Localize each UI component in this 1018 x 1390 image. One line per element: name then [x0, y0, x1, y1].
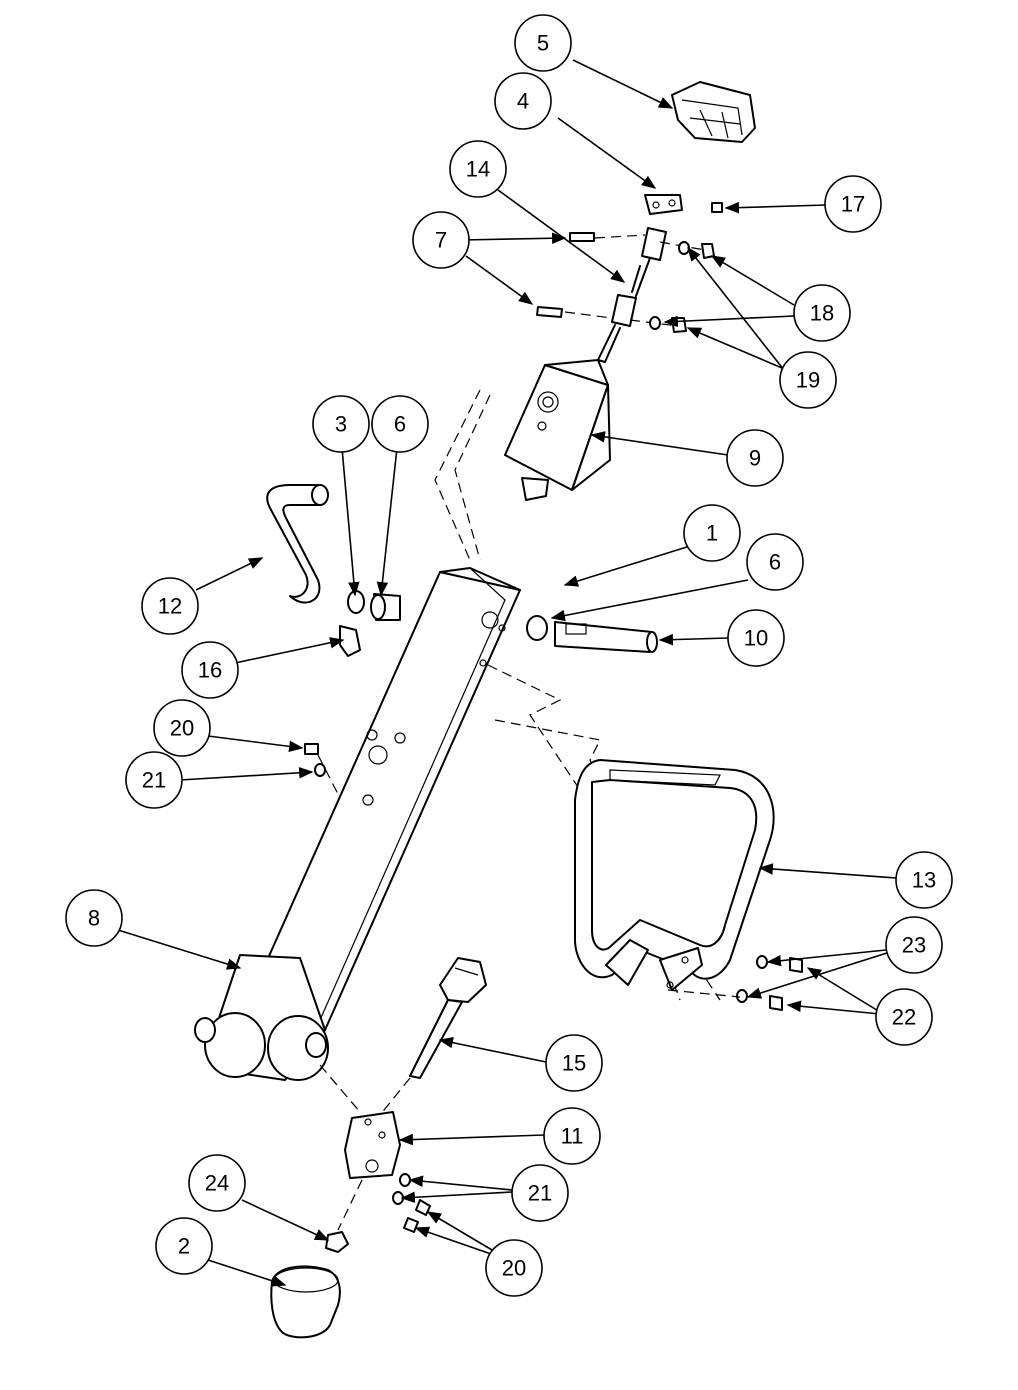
- part-9-valve-block: [504, 359, 611, 501]
- svg-text:12: 12: [158, 594, 182, 619]
- callout-21a: 21: [125, 751, 183, 809]
- svg-text:20: 20: [502, 1256, 526, 1281]
- part-24-nut: [325, 1231, 349, 1253]
- callout-12: 12: [141, 577, 199, 635]
- part-13-loop-handle: [574, 759, 775, 991]
- part-4-bracket: [644, 194, 683, 215]
- part-20-21-upper-hardware: [304, 743, 341, 799]
- svg-text:13: 13: [912, 868, 936, 893]
- svg-text:2: 2: [178, 1234, 190, 1259]
- part-22-23-hardware: [667, 955, 803, 1011]
- callout-21b: 21: [511, 1164, 569, 1222]
- callout-17: 17: [824, 175, 882, 233]
- callout-6a: 6: [371, 395, 429, 453]
- svg-text:9: 9: [749, 446, 761, 471]
- part-drawings: [194, 81, 803, 1339]
- svg-text:10: 10: [744, 626, 768, 651]
- assembly-line-9: [434, 389, 491, 561]
- part-15-knob-rod: [409, 957, 487, 1079]
- part-11-block: [319, 1064, 411, 1231]
- part-2-foot: [270, 1265, 341, 1339]
- callout-18: 18: [793, 284, 851, 342]
- svg-text:8: 8: [88, 906, 100, 931]
- leader-lines: [117, 59, 897, 1287]
- callout-22: 22: [875, 988, 933, 1046]
- callout-2: 2: [155, 1217, 213, 1275]
- callout-13: 13: [895, 851, 953, 909]
- svg-text:5: 5: [537, 31, 549, 56]
- callout-4: 4: [494, 72, 552, 130]
- callout-16: 16: [181, 641, 239, 699]
- svg-text:6: 6: [769, 550, 781, 575]
- callout-8: 8: [65, 889, 123, 947]
- part-16-fitting: [339, 625, 361, 657]
- svg-text:4: 4: [517, 89, 529, 114]
- callout-15: 15: [545, 1034, 603, 1092]
- callout-11: 11: [543, 1107, 601, 1165]
- callout-19: 19: [779, 351, 837, 409]
- svg-text:7: 7: [435, 228, 447, 253]
- callout-7: 7: [412, 211, 470, 269]
- svg-text:21: 21: [528, 1181, 552, 1206]
- svg-text:3: 3: [335, 412, 347, 437]
- callout-10: 10: [727, 609, 785, 667]
- svg-text:21: 21: [142, 768, 166, 793]
- svg-text:20: 20: [170, 716, 194, 741]
- svg-text:6: 6: [394, 412, 406, 437]
- callout-5: 5: [514, 14, 572, 72]
- part-3-6-rings: [347, 590, 401, 621]
- callout-20a: 20: [153, 699, 211, 757]
- svg-text:23: 23: [902, 933, 926, 958]
- part-8-main-tube: [194, 567, 521, 1081]
- callout-3: 3: [312, 395, 370, 453]
- callout-24: 24: [188, 1154, 246, 1212]
- callout-9: 9: [726, 429, 784, 487]
- svg-text:1: 1: [706, 521, 718, 546]
- svg-text:11: 11: [561, 1124, 584, 1149]
- callout-balloons: 5 4 14 7 17 18 19 9 3 6 1 6 12 10 16 20 …: [65, 14, 953, 1297]
- svg-text:19: 19: [796, 368, 820, 393]
- svg-text:22: 22: [892, 1005, 916, 1030]
- svg-text:17: 17: [841, 192, 865, 217]
- svg-text:24: 24: [205, 1171, 229, 1196]
- callout-6b: 6: [746, 533, 804, 591]
- callout-14: 14: [449, 140, 507, 198]
- part-7-pins: [536, 232, 595, 318]
- callout-23: 23: [885, 916, 943, 974]
- part-17-screw: [711, 202, 723, 213]
- part-20-21-lower-hardware: [392, 1173, 431, 1233]
- svg-text:18: 18: [810, 301, 834, 326]
- svg-text:14: 14: [466, 157, 490, 182]
- svg-text:16: 16: [198, 658, 222, 683]
- svg-text:15: 15: [562, 1051, 586, 1076]
- callout-1: 1: [683, 504, 741, 562]
- part-10-shaft: [526, 615, 658, 653]
- part-5-cap: [671, 81, 756, 143]
- part-12-handle: [266, 484, 329, 604]
- callout-20b: 20: [485, 1239, 543, 1297]
